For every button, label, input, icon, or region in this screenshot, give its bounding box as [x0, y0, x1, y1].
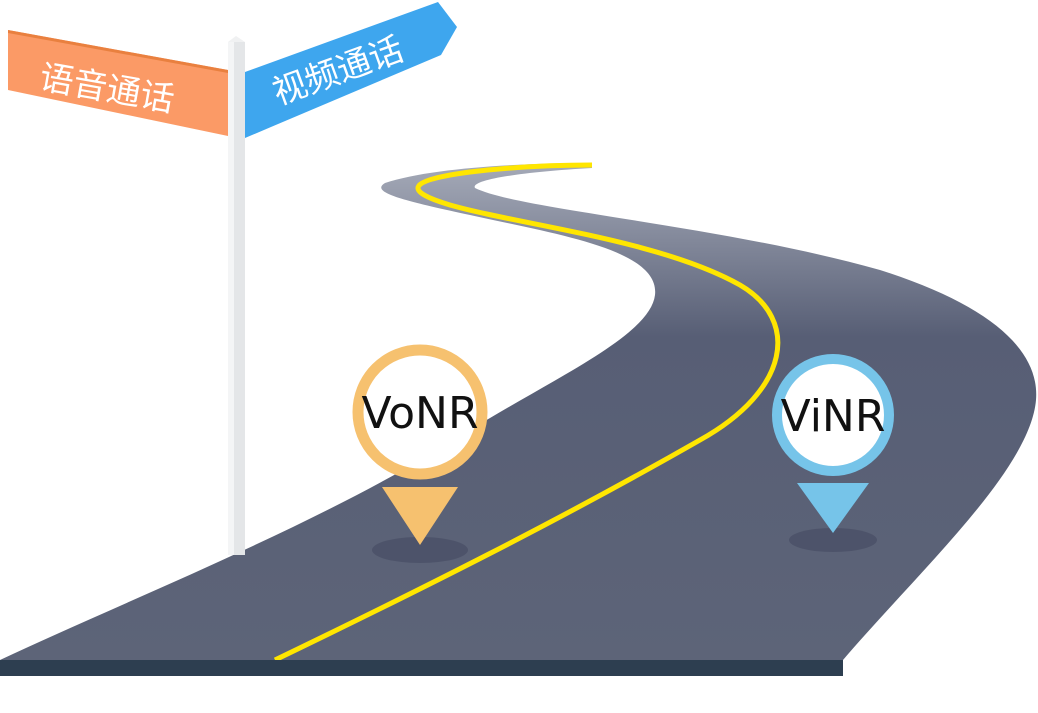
pin-circle — [772, 354, 894, 476]
sign-post-highlight — [228, 42, 234, 555]
pin-circle — [352, 344, 488, 480]
pin-shadow — [789, 528, 877, 552]
vonr-pin: VoNR — [352, 344, 488, 563]
pin-pointer — [797, 483, 869, 533]
video-call-sign — [245, 2, 457, 138]
vinr-pin: ViNR — [772, 354, 894, 552]
road — [0, 163, 1037, 660]
lane-line — [273, 162, 781, 663]
vonr-label: VoNR — [361, 388, 478, 439]
pin-shadow — [372, 537, 468, 563]
voice-call-sign-edge — [8, 30, 228, 73]
voice-call-sign — [8, 30, 228, 136]
sign-post-top — [228, 36, 245, 42]
road-base — [0, 660, 843, 676]
pin-pointer — [382, 487, 458, 545]
vinr-label: ViNR — [781, 391, 886, 442]
